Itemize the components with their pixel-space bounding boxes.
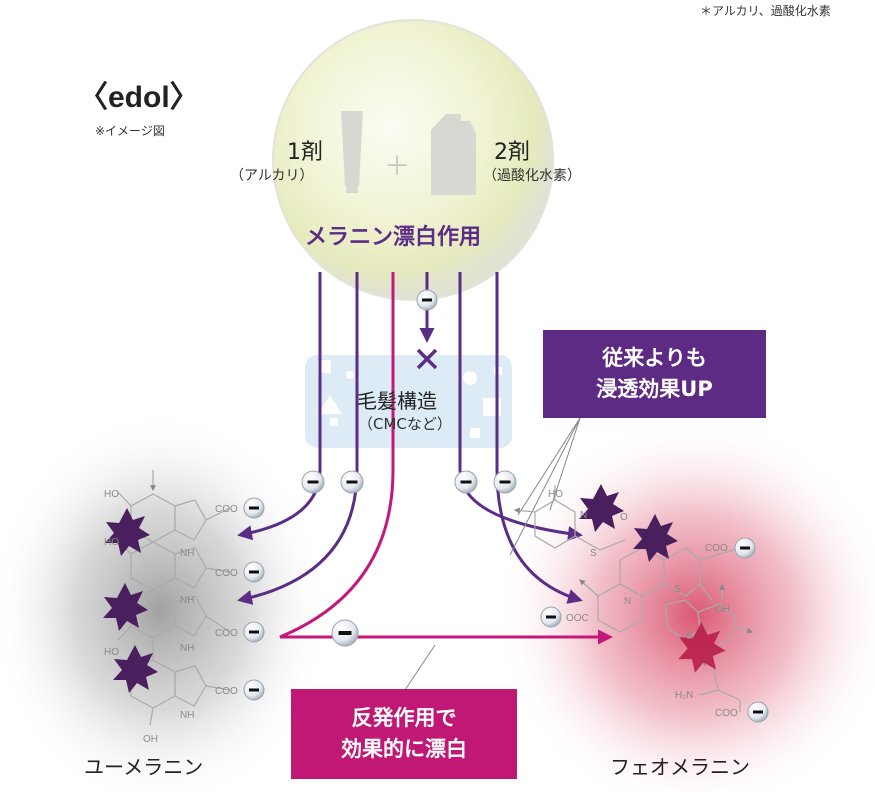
chem-o-pheo: O (620, 512, 628, 523)
agent1-tube-icon (341, 111, 363, 193)
chem-oh-pheo: OH (715, 604, 730, 615)
agent2-label: 2剤 (494, 140, 530, 165)
chem-ho-2: HO (104, 537, 119, 548)
star-eu-1 (105, 508, 150, 556)
chem-ho-pheo: HO (548, 489, 563, 500)
hair-sub: （CMCなど） (358, 415, 452, 433)
chem-nh-2: NH (180, 595, 194, 606)
callout-penetration: 従来よりも 浸透効果UP (543, 330, 766, 418)
callout-penetration-line1: 従来よりも (602, 346, 707, 370)
agent1-sub: （アルカリ） (230, 168, 314, 184)
chem-h2n-pheo: H₂N (675, 690, 693, 701)
image-note: ※イメージ図 (95, 124, 165, 138)
footnote: ＊アルカリ、過酸化水素 (700, 4, 831, 18)
chem-n-pheo-1: N (580, 510, 587, 521)
star-pheo-1 (579, 484, 624, 532)
callout-repulsion-line1: 反発作用で (351, 706, 457, 730)
chem-s-pheo-2: S (674, 584, 681, 595)
agent2-sub: （過酸化水素） (483, 168, 581, 184)
chem-ho-3: HO (104, 647, 119, 658)
callout-leaders (404, 417, 581, 691)
charge-badges (243, 289, 769, 723)
chem-nh-4: NH (180, 710, 194, 721)
chem-coo-eu-4: COO (215, 686, 238, 697)
callout-repulsion-line2: 効果的に漂白 (341, 737, 467, 761)
chem-coo-eu-3: COO (215, 628, 238, 639)
pheomelanin-glow (495, 415, 875, 792)
chem-s-pheo-1: S (590, 548, 597, 559)
chem-ho-1: HO (104, 489, 119, 500)
star-eu-3 (113, 645, 158, 693)
chem-coo-eu-1: COO (215, 504, 238, 515)
eumelanin-glow (0, 410, 330, 792)
hair-title: 毛髪構造 (357, 389, 437, 413)
chem-n-pheo-2: N (624, 596, 631, 607)
chem-nh-1: NH (180, 548, 194, 559)
chem-s-pheo-3: S (686, 631, 693, 642)
reaction-sphere (272, 19, 554, 301)
pheomelanin-label: フェオメラニン (610, 755, 750, 779)
eumelanin-label: ユーメラニン (84, 755, 204, 779)
chem-labels: HO HO HO NH NH NH NH OH COO COO COO COO … (104, 489, 738, 745)
star-eu-2 (103, 583, 148, 631)
chem-coo-pheo-2: COO (715, 708, 738, 719)
star-pheo-2 (633, 514, 678, 562)
plus-sign: ＋ (384, 152, 411, 182)
eumelanin-molecule (117, 470, 231, 726)
agent1-label: 1剤 (287, 140, 323, 165)
blocked-mark-icon (416, 348, 438, 370)
agent2-bottle-icon (431, 114, 476, 195)
callout-repulsion: 反発作用で 効果的に漂白 (291, 689, 517, 779)
bleach-label: メラニン漂白作用 (305, 225, 482, 250)
chem-ooc-pheo: OOC (566, 613, 589, 624)
melanin-stars (103, 484, 678, 693)
pheomelanin-molecule (513, 485, 754, 712)
star-pheo-red (678, 622, 726, 673)
brand-logo: 〈edol〉 (78, 81, 200, 114)
chem-coo-pheo-1: COO (705, 543, 728, 554)
chem-oh-eu: OH (143, 734, 158, 745)
repulsion-path (279, 272, 613, 645)
chem-coo-eu-2: COO (215, 568, 238, 579)
chem-nh-3: NH (180, 643, 194, 654)
callout-penetration-line2: 浸透効果UP (596, 377, 713, 401)
